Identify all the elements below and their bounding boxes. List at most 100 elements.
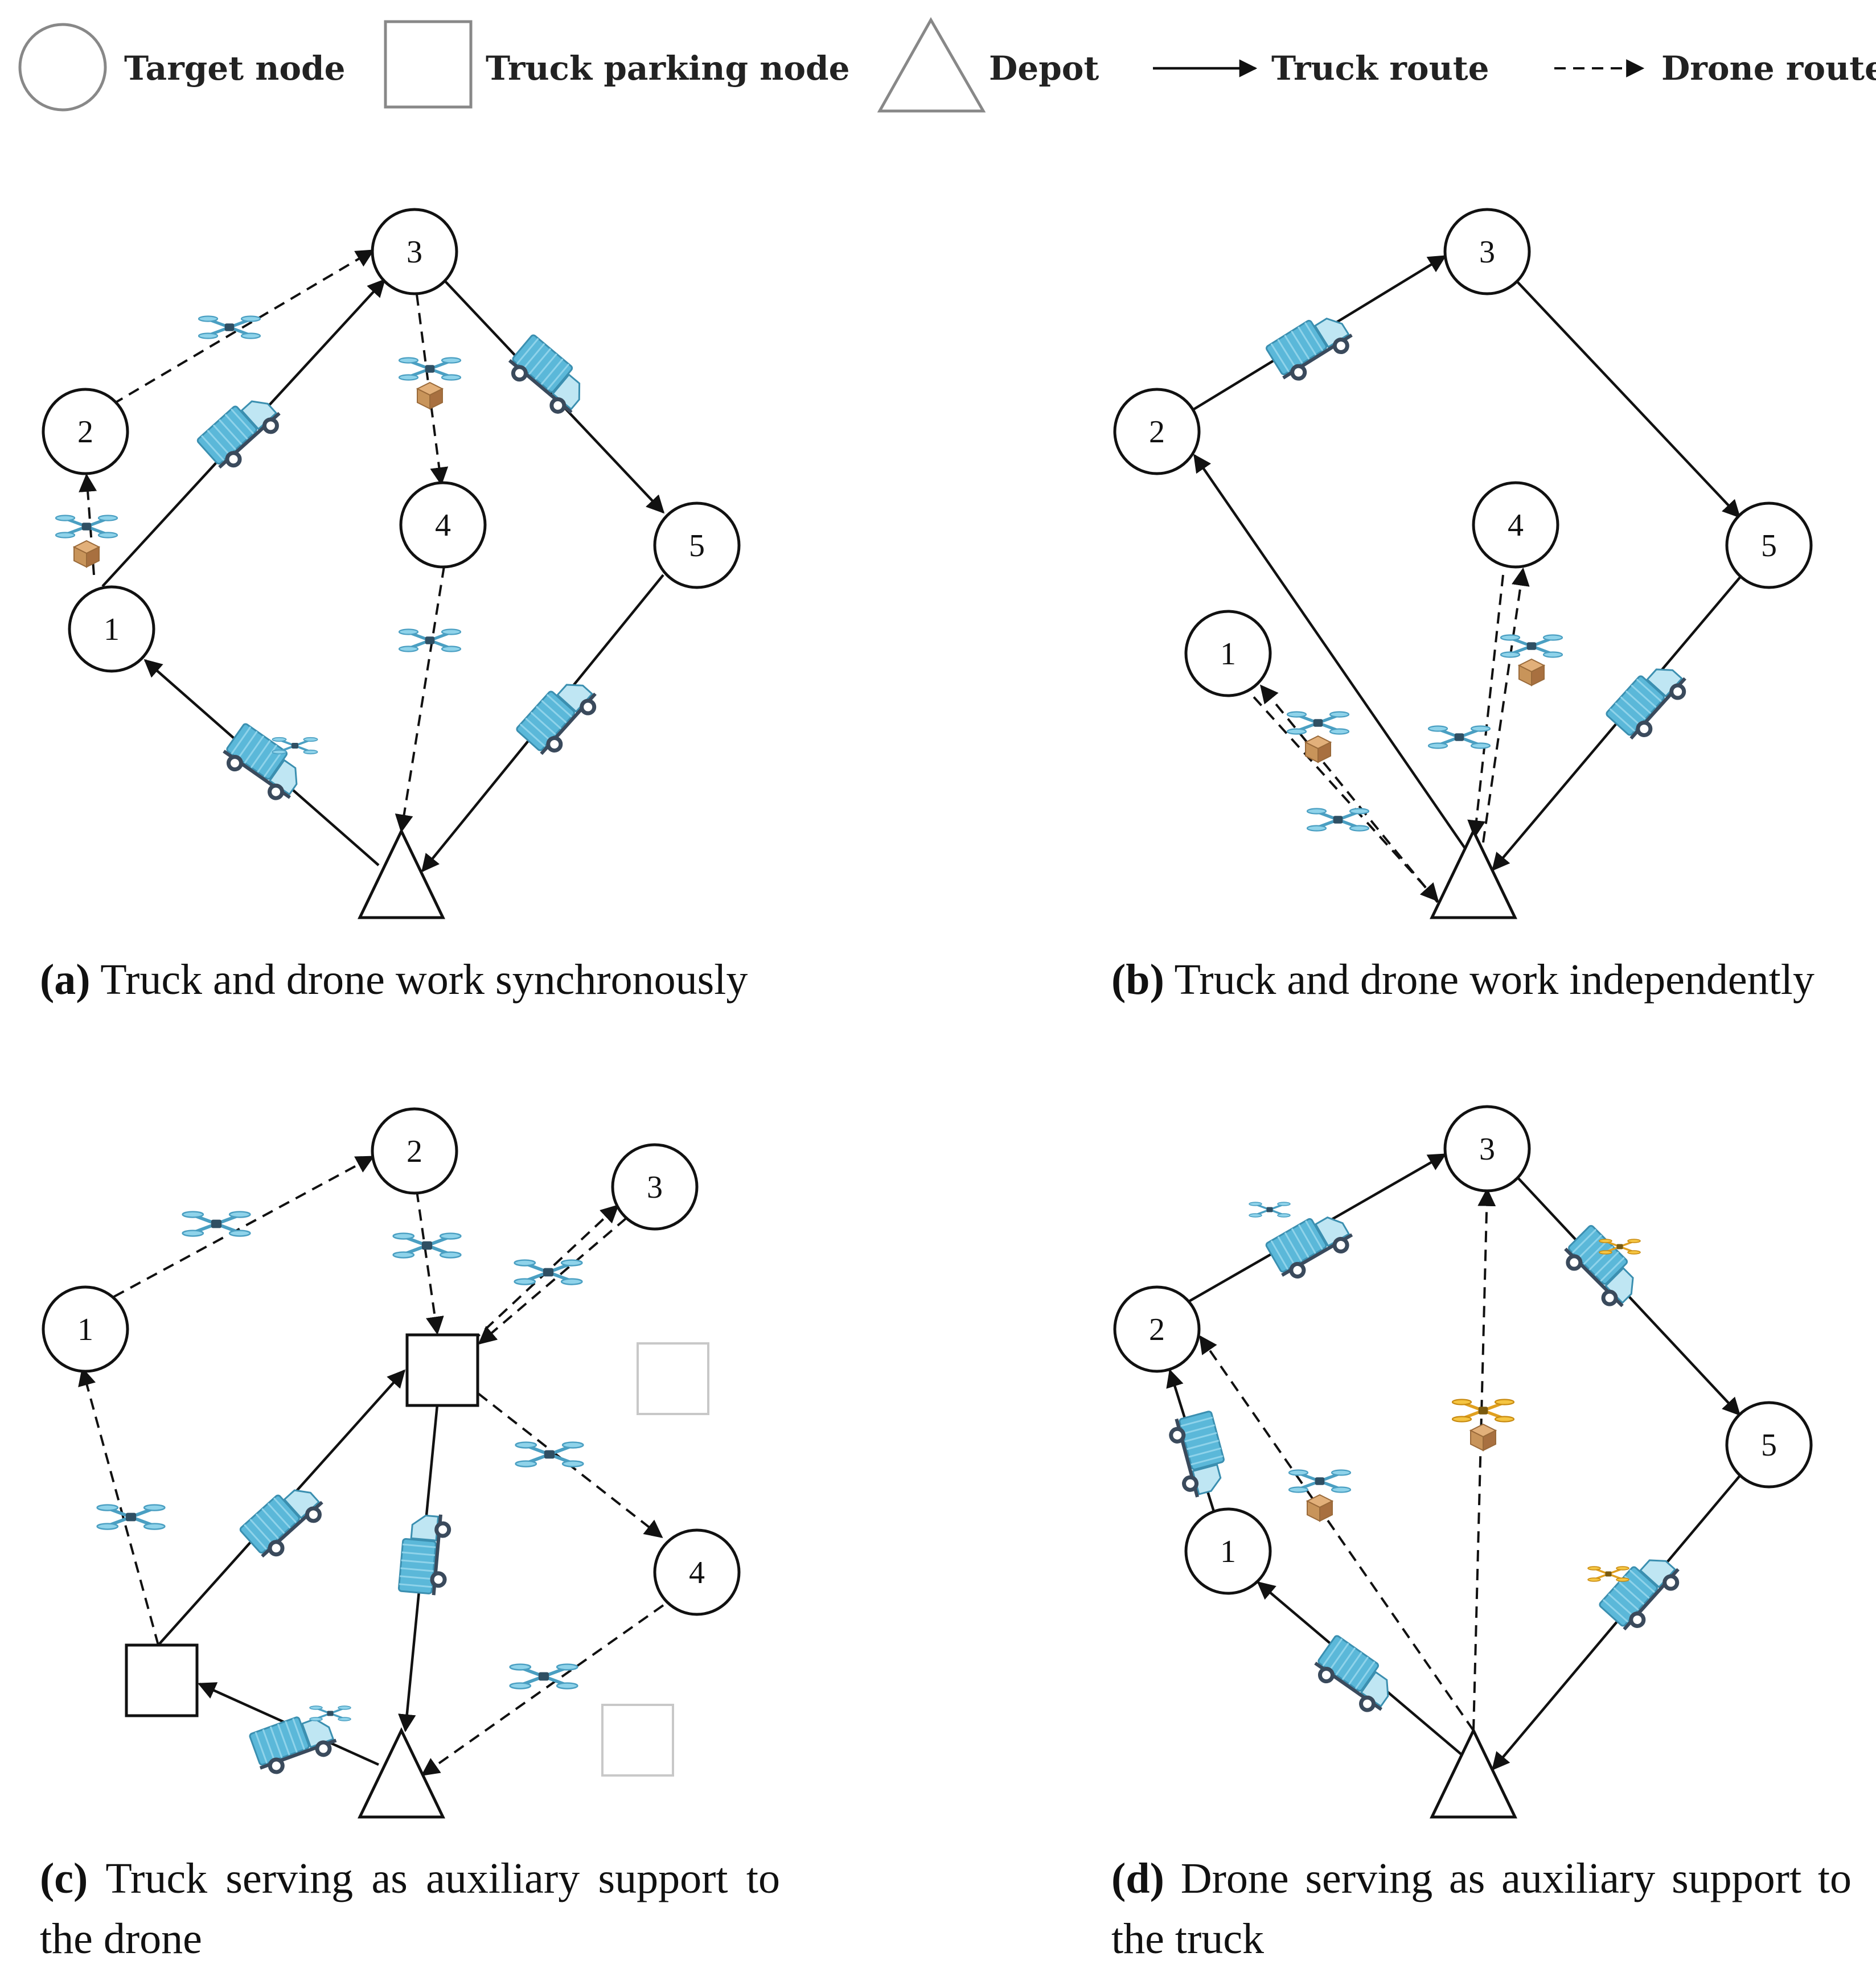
drone-route-4-depot (421, 1604, 664, 1776)
target-node-4: 4 (1472, 481, 1559, 569)
drone-icon (1289, 1470, 1350, 1493)
caption-a: (a) Truck and drone work synchronously (40, 956, 748, 1004)
drone-icon (516, 1442, 584, 1467)
drone-route-depot-3 (1472, 1187, 1496, 1731)
legend-target-node: Target node (18, 23, 346, 112)
svg-text:1: 1 (1220, 636, 1236, 672)
panel-b: 1 2 3 4 5 (1113, 208, 1813, 919)
target-node-2: 2 (1113, 1285, 1201, 1373)
package-icon (1305, 735, 1331, 763)
parking-node-unused (637, 1342, 709, 1415)
parking-node-unused (601, 1704, 674, 1777)
truck-icon (399, 1511, 450, 1596)
drone-icon (183, 1212, 251, 1236)
truck-icon (1309, 1634, 1402, 1717)
drone-icon (515, 1260, 582, 1285)
package-icon (1518, 659, 1545, 686)
drone-icon (271, 736, 319, 755)
depot-icon (877, 17, 986, 113)
target-node-3: 3 (611, 1143, 699, 1231)
target-node-1: 1 (1184, 610, 1272, 697)
legend-drone-route-label: Drone route (1661, 49, 1876, 88)
target-node-1: 1 (42, 1285, 129, 1373)
package-icon (73, 540, 100, 568)
truck-route-depot-2 (1193, 454, 1479, 868)
package-icon (417, 382, 443, 409)
panel-c: 1 2 3 4 (42, 1107, 741, 1819)
drone-icon (1307, 809, 1369, 831)
legend: Target node Truck parking node Depot Tru… (18, 17, 1876, 113)
drone-route-3-parking (478, 1217, 627, 1345)
target-node-1: 1 (1184, 1507, 1272, 1595)
target-node-3: 3 (1443, 208, 1531, 295)
drone-icon (399, 358, 461, 380)
svg-text:1: 1 (77, 1312, 93, 1347)
svg-text:4: 4 (689, 1555, 705, 1590)
legend-depot-label: Depot (989, 49, 1099, 88)
truck-route-3-5 (1516, 281, 1741, 519)
svg-text:3: 3 (407, 235, 422, 270)
drone-route-depot-4 (1482, 567, 1530, 843)
drone-icon (1501, 635, 1562, 657)
target-node-4: 4 (653, 1528, 741, 1616)
drone-route-1-2 (113, 1156, 375, 1298)
svg-text:1: 1 (104, 612, 120, 647)
drone-icon (1452, 1400, 1514, 1422)
drone-route-parking-1 (78, 1367, 159, 1646)
caption-b: (b) Truck and drone work independently (1111, 956, 1815, 1004)
target-node-5: 5 (1725, 1401, 1813, 1489)
truck-icon (1605, 655, 1693, 745)
target-node-3: 3 (371, 208, 458, 295)
target-node-2: 2 (1113, 388, 1201, 475)
parking-node-icon (384, 20, 473, 109)
legend-truck-parking-node-label: Truck parking node (486, 49, 850, 88)
legend-truck-route-label: Truck route (1271, 49, 1489, 88)
drone-route-1-depot (1240, 682, 1439, 902)
drone-icon (1428, 726, 1490, 749)
svg-text:5: 5 (1761, 1428, 1777, 1463)
target-node-2: 2 (371, 1107, 458, 1195)
svg-text:4: 4 (1508, 508, 1524, 543)
package-icon (1470, 1424, 1496, 1451)
svg-text:4: 4 (435, 508, 451, 543)
truck-icon (1167, 1410, 1231, 1500)
drone-icon (1287, 712, 1349, 734)
target-node-4: 4 (399, 481, 487, 569)
parking-node (125, 1643, 199, 1717)
target-node-5: 5 (653, 502, 741, 589)
drone-route-4-depot (1467, 574, 1504, 839)
target-node-1: 1 (68, 585, 155, 673)
drone-icon (1248, 1201, 1291, 1218)
drone-route-1-2 (79, 473, 97, 576)
drone-route-depot-2 (1199, 1335, 1475, 1732)
drone-route-4-depot (395, 566, 445, 833)
drone-icon (1587, 1565, 1630, 1582)
drone-icon (97, 1505, 165, 1530)
truck-icon (503, 334, 594, 420)
drone-icon (56, 516, 117, 538)
target-node-5: 5 (1725, 502, 1813, 589)
legend-drone-route: Drone route (1554, 49, 1876, 88)
depot-node (1430, 1727, 1517, 1819)
depot-node (358, 1727, 445, 1819)
panel-a: 1 2 3 4 5 (42, 208, 741, 919)
drone-icon (510, 1664, 578, 1689)
panel-d: 1 2 3 5 (1113, 1105, 1813, 1819)
target-node-icon (18, 23, 107, 112)
truck-icon (248, 1707, 339, 1777)
svg-text:3: 3 (1479, 1132, 1495, 1167)
parking-node (405, 1333, 479, 1407)
drone-route-2-3 (112, 249, 375, 405)
depot-node (358, 828, 445, 919)
caption-c: (c) Truck serving as auxiliary support t… (40, 1855, 780, 1963)
svg-text:2: 2 (407, 1134, 422, 1169)
truck-icon (1598, 1545, 1686, 1635)
drone-route-depot-1 (1259, 684, 1439, 903)
svg-text:1: 1 (1220, 1534, 1236, 1569)
legend-target-node-label: Target node (124, 49, 346, 88)
truck-icon (239, 1476, 329, 1564)
package-icon (1307, 1494, 1333, 1522)
drone-route-2-parking (416, 1190, 444, 1335)
truck-icon (515, 670, 603, 760)
